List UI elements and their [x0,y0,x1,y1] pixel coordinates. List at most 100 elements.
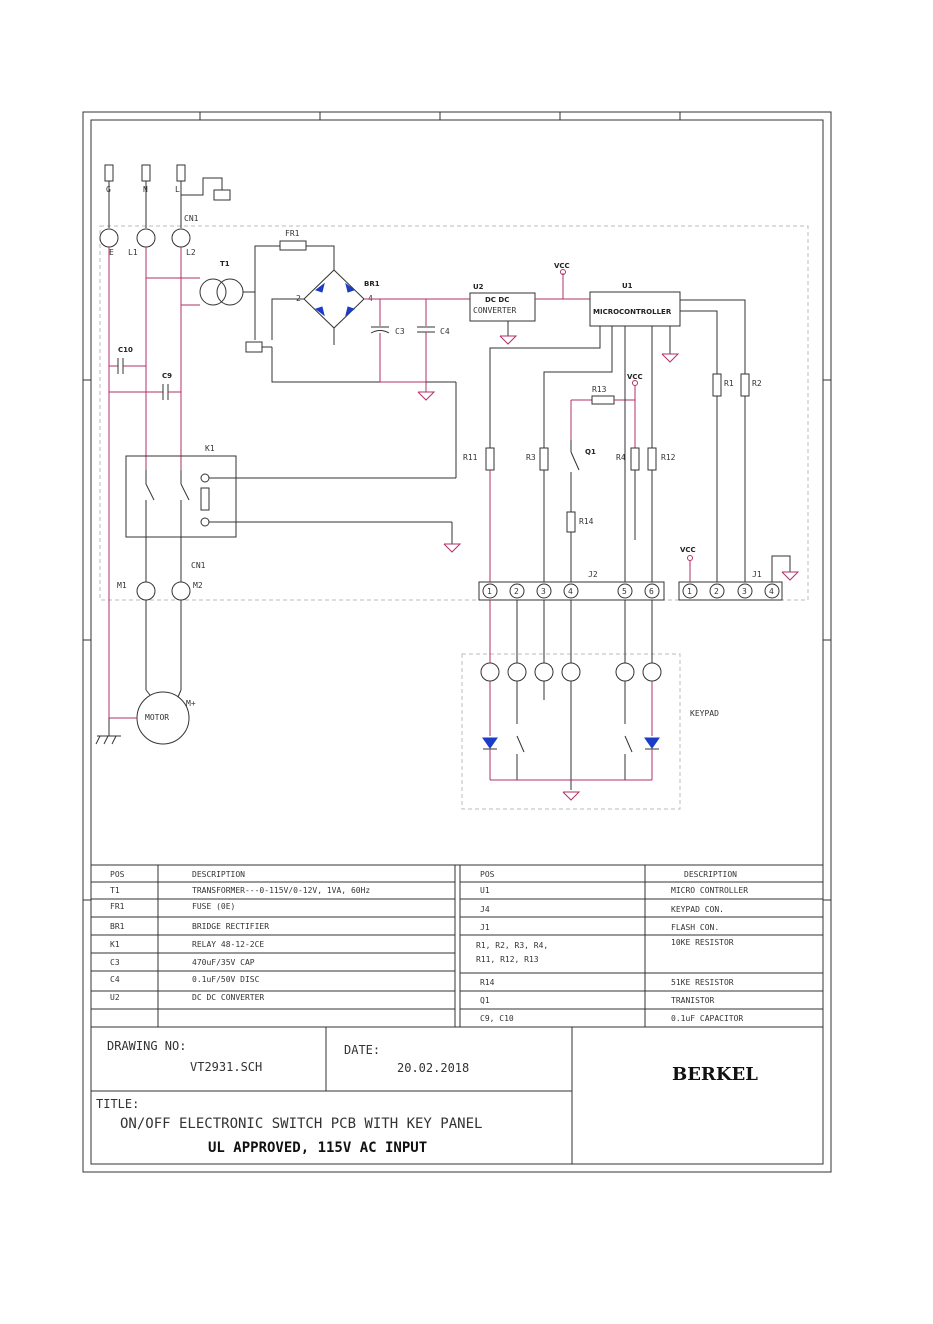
title-block: DRAWING NO: VT2931.SCH DATE: 20.02.2018 … [90,1026,824,1165]
label-m1: M1 [117,581,127,590]
label-r14: R14 [579,517,594,526]
bom-row: J4 [480,905,490,914]
bom-row: C3 [110,958,120,967]
label-cn1-bottom: CN1 [191,561,206,570]
bom-right-header-desc: DESCRIPTION [684,870,737,879]
label-u2: U2 [473,283,484,291]
bom-row: R1, R2, R3, R4, [476,941,548,950]
bom-row: R11, R12, R13 [476,955,539,964]
resistors-r1-r2: R1 R2 [712,373,762,582]
title-label: TITLE: [96,1097,139,1111]
j2-pin-label: 5 [622,587,627,596]
j1-pin-label: 2 [714,587,719,596]
label-c4: C4 [440,327,450,336]
label-fr1: FR1 [285,229,300,238]
j2-pin [482,583,498,599]
bom-row: 0.1uF CAPACITOR [671,1014,743,1023]
resistor-array: R11 R3 R4 R12 Q1 R14 [463,372,676,582]
label-vcc-2: VCC [627,373,643,381]
date-value: 20.02.2018 [397,1061,469,1075]
label-c9: C9 [162,372,172,380]
bom-row: C9, C10 [480,1014,514,1023]
label-r11: R11 [463,453,478,462]
j2-pin [563,583,579,599]
label-r12: R12 [661,453,676,462]
label-br1: BR1 [364,280,380,288]
mains-terminals: G N L CN1 [104,164,231,228]
zone-ticks [83,112,831,901]
label-j2: J2 [588,570,598,579]
j2-pin-label: 3 [541,587,546,596]
j2-pin [509,583,525,599]
keypad-terminal [534,662,554,682]
label-c10: C10 [118,346,133,354]
label-motor: MOTOR [145,713,169,722]
transformer-t1: T1 [146,245,380,383]
bom-row: FLASH CON. [671,923,719,932]
label-m2: M2 [193,581,203,590]
bom-row: R14 [480,978,495,987]
j2-pin-label: 6 [649,587,654,596]
capacitors-c3-c4: C3 C4 [370,299,450,401]
label-r1: R1 [724,379,734,388]
j1-pin-label: 1 [687,587,692,596]
bom-row: BR1 [110,922,125,931]
bom-row: K1 [110,940,120,949]
label-t1: T1 [220,260,230,268]
label-keypad: KEYPAD [690,709,719,718]
j2-pin-label: 4 [568,587,573,596]
j1-pin [709,583,725,599]
bom-row: 10KE RESISTOR [671,938,734,947]
bom-row: Q1 [480,996,490,1005]
drawing-no: VT2931.SCH [190,1060,262,1074]
drawing-no-label: DRAWING NO: [107,1039,186,1053]
bom-row: MICRO CONTROLLER [671,886,748,895]
j1-pin [682,583,698,599]
r13-network: VCC R13 [570,373,643,448]
j2-pin [644,583,660,599]
outer-frame [82,111,832,1173]
date-label: DATE: [344,1043,380,1057]
bom-row: FR1 [110,902,125,911]
title-line2: UL APPROVED, 115V AC INPUT [208,1140,427,1156]
bom-row: U2 [110,993,120,1002]
cn1-bottom-connector: CN1 M1 M2 [117,561,206,601]
keypad-terminal [642,662,662,682]
bom-left-header-desc: DESCRIPTION [192,870,245,879]
bom-row: BRIDGE RECTIFIER [192,922,269,931]
label-c3: C3 [395,327,405,336]
bom-row: U1 [480,886,490,895]
keypad-terminal [561,662,581,682]
bom-row: J1 [480,923,490,932]
j1-pin-label: 4 [769,587,774,596]
label-r3: R3 [526,453,536,462]
pcb-boundary [99,225,809,601]
keypad: KEYPAD [480,600,719,801]
label-u1: U1 [622,282,633,290]
main-wires [108,247,182,718]
bom-row: 470uF/35V CAP [192,958,255,967]
bom-row: TRANISTOR [671,996,715,1005]
bom-row: C4 [110,975,120,984]
label-k1: K1 [205,444,215,453]
capacitors-c9-c10: C10 C9 [109,346,181,400]
relay-k1: K1 [125,381,462,553]
bom-row: T1 [110,886,120,895]
j2-pin-label: 2 [514,587,519,596]
fuse-fr1: FR1 [279,229,335,270]
connector-j2: J2 1 2 3 4 5 6 [478,570,665,601]
motor: MOTOR M+ [95,689,196,745]
label-dcdc-line2: CONVERTER [473,306,517,315]
label-q1: Q1 [585,448,596,456]
keypad-terminal [480,662,500,682]
label-j1: J1 [752,570,762,579]
bom-left-header-pos: POS [110,870,125,879]
bom-row: 51KE RESISTOR [671,978,734,987]
dcdc-converter-u2: U2 DC DC CONVERTER VCC [469,262,590,345]
label-l2: L2 [186,248,196,257]
bom-row: 0.1uF/50V DISC [192,975,260,984]
j2-pin-label: 1 [487,587,492,596]
company-name: BERKEL [672,1064,758,1085]
